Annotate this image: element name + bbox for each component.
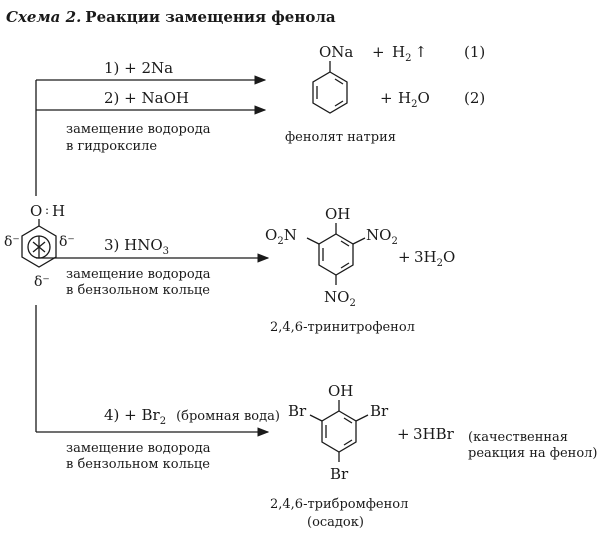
trinitrophenol-name: 2,4,6-тринитрофенол bbox=[270, 320, 415, 335]
reaction-3-condition-line1: замещение водорода bbox=[66, 267, 211, 282]
reaction-3-label: 3) HNO3 bbox=[104, 236, 169, 257]
tribromo-oh: OH bbox=[328, 382, 353, 400]
delta-minus-left: δ⁻ bbox=[4, 234, 20, 250]
tribromo-double-bond bbox=[343, 417, 353, 424]
tribromo-double-bond bbox=[343, 439, 353, 446]
tribromo-ring bbox=[321, 410, 357, 453]
reaction-4-note-line1: (качественная bbox=[468, 430, 568, 445]
shift-arrow bbox=[32, 241, 46, 253]
picric-nitro-bond bbox=[352, 237, 366, 245]
phenol-oxygen: O bbox=[30, 202, 42, 220]
delta-minus-bottom: δ⁻ bbox=[34, 274, 50, 290]
reaction-4-byproduct: 3HBr bbox=[413, 425, 455, 443]
tribromo-br-bottom: Br bbox=[330, 465, 349, 483]
tribromo-br-right: Br bbox=[370, 402, 389, 420]
picric-ring bbox=[318, 233, 354, 276]
picric-no2-left: O2N bbox=[265, 226, 297, 247]
reaction-3-condition-line2: в бензольном кольце bbox=[66, 283, 210, 298]
tribromo-br-bond bbox=[355, 414, 369, 422]
lone-pair-dots: : bbox=[45, 203, 49, 217]
picric-nitro-bond bbox=[306, 237, 320, 245]
delta-minus-right: δ⁻ bbox=[59, 234, 75, 250]
reaction-1-label: 1) + 2Na bbox=[104, 59, 173, 77]
tribromophenol-note: (осадок) bbox=[307, 515, 364, 530]
phenolate-double-bond bbox=[334, 100, 344, 107]
reaction-2-number: (2) bbox=[464, 89, 485, 107]
picric-no2-bottom: NO2 bbox=[324, 288, 356, 309]
phenol-structure: O : H δ⁻ δ⁻ δ⁻ bbox=[4, 80, 75, 432]
reaction-2-condition-line1: замещение водорода bbox=[66, 122, 211, 137]
scheme-title: Схема 2.Реакции замещения фенола bbox=[6, 8, 336, 26]
reaction-2-condition-line2: в гидроксиле bbox=[66, 139, 157, 154]
picric-double-bond bbox=[340, 262, 350, 269]
tribromo-br-left: Br bbox=[288, 402, 307, 420]
trinitrophenol-structure: OH O2N NO2 NO2 bbox=[265, 205, 398, 309]
tribromophenol-name: 2,4,6-трибромфенол bbox=[270, 497, 408, 512]
picric-oh: OH bbox=[325, 205, 350, 223]
reaction-1-byproduct: H2↑ bbox=[392, 43, 427, 64]
phenol-ring bbox=[21, 225, 57, 268]
picric-double-bond bbox=[340, 240, 350, 247]
reaction-4-label: 4) + Br2(бромная вода) bbox=[104, 406, 280, 427]
reaction-4-plus: + bbox=[397, 425, 410, 443]
reaction-4-note-line2: реакция на фенол) bbox=[468, 446, 598, 461]
phenolate-ring bbox=[312, 71, 348, 114]
reaction-1-number: (1) bbox=[464, 43, 485, 61]
reaction-2-plus: + bbox=[380, 89, 393, 107]
reaction-1-plus: + bbox=[372, 43, 385, 61]
picric-no2-right: NO2 bbox=[366, 226, 398, 247]
phenolate-double-bond bbox=[334, 78, 344, 85]
reaction-3-byproduct: 3H2O bbox=[414, 248, 455, 269]
tribromo-br-bond bbox=[309, 414, 323, 422]
reaction-4-condition-line1: замещение водорода bbox=[66, 441, 211, 456]
reaction-2-byproduct: H2O bbox=[398, 89, 430, 110]
phenolate-ona: ONa bbox=[319, 43, 353, 61]
reaction-3-plus: + bbox=[398, 248, 411, 266]
sodium-phenolate-name: фенолят натрия bbox=[285, 130, 396, 145]
sodium-phenolate-structure: ONa bbox=[312, 43, 353, 114]
phenol-hydrogen: H bbox=[52, 202, 65, 220]
reaction-2-label: 2) + NaOH bbox=[104, 89, 189, 107]
reaction-4-condition-line2: в бензольном кольце bbox=[66, 457, 210, 472]
tribromophenol-structure: OH Br Br Br bbox=[288, 382, 389, 483]
